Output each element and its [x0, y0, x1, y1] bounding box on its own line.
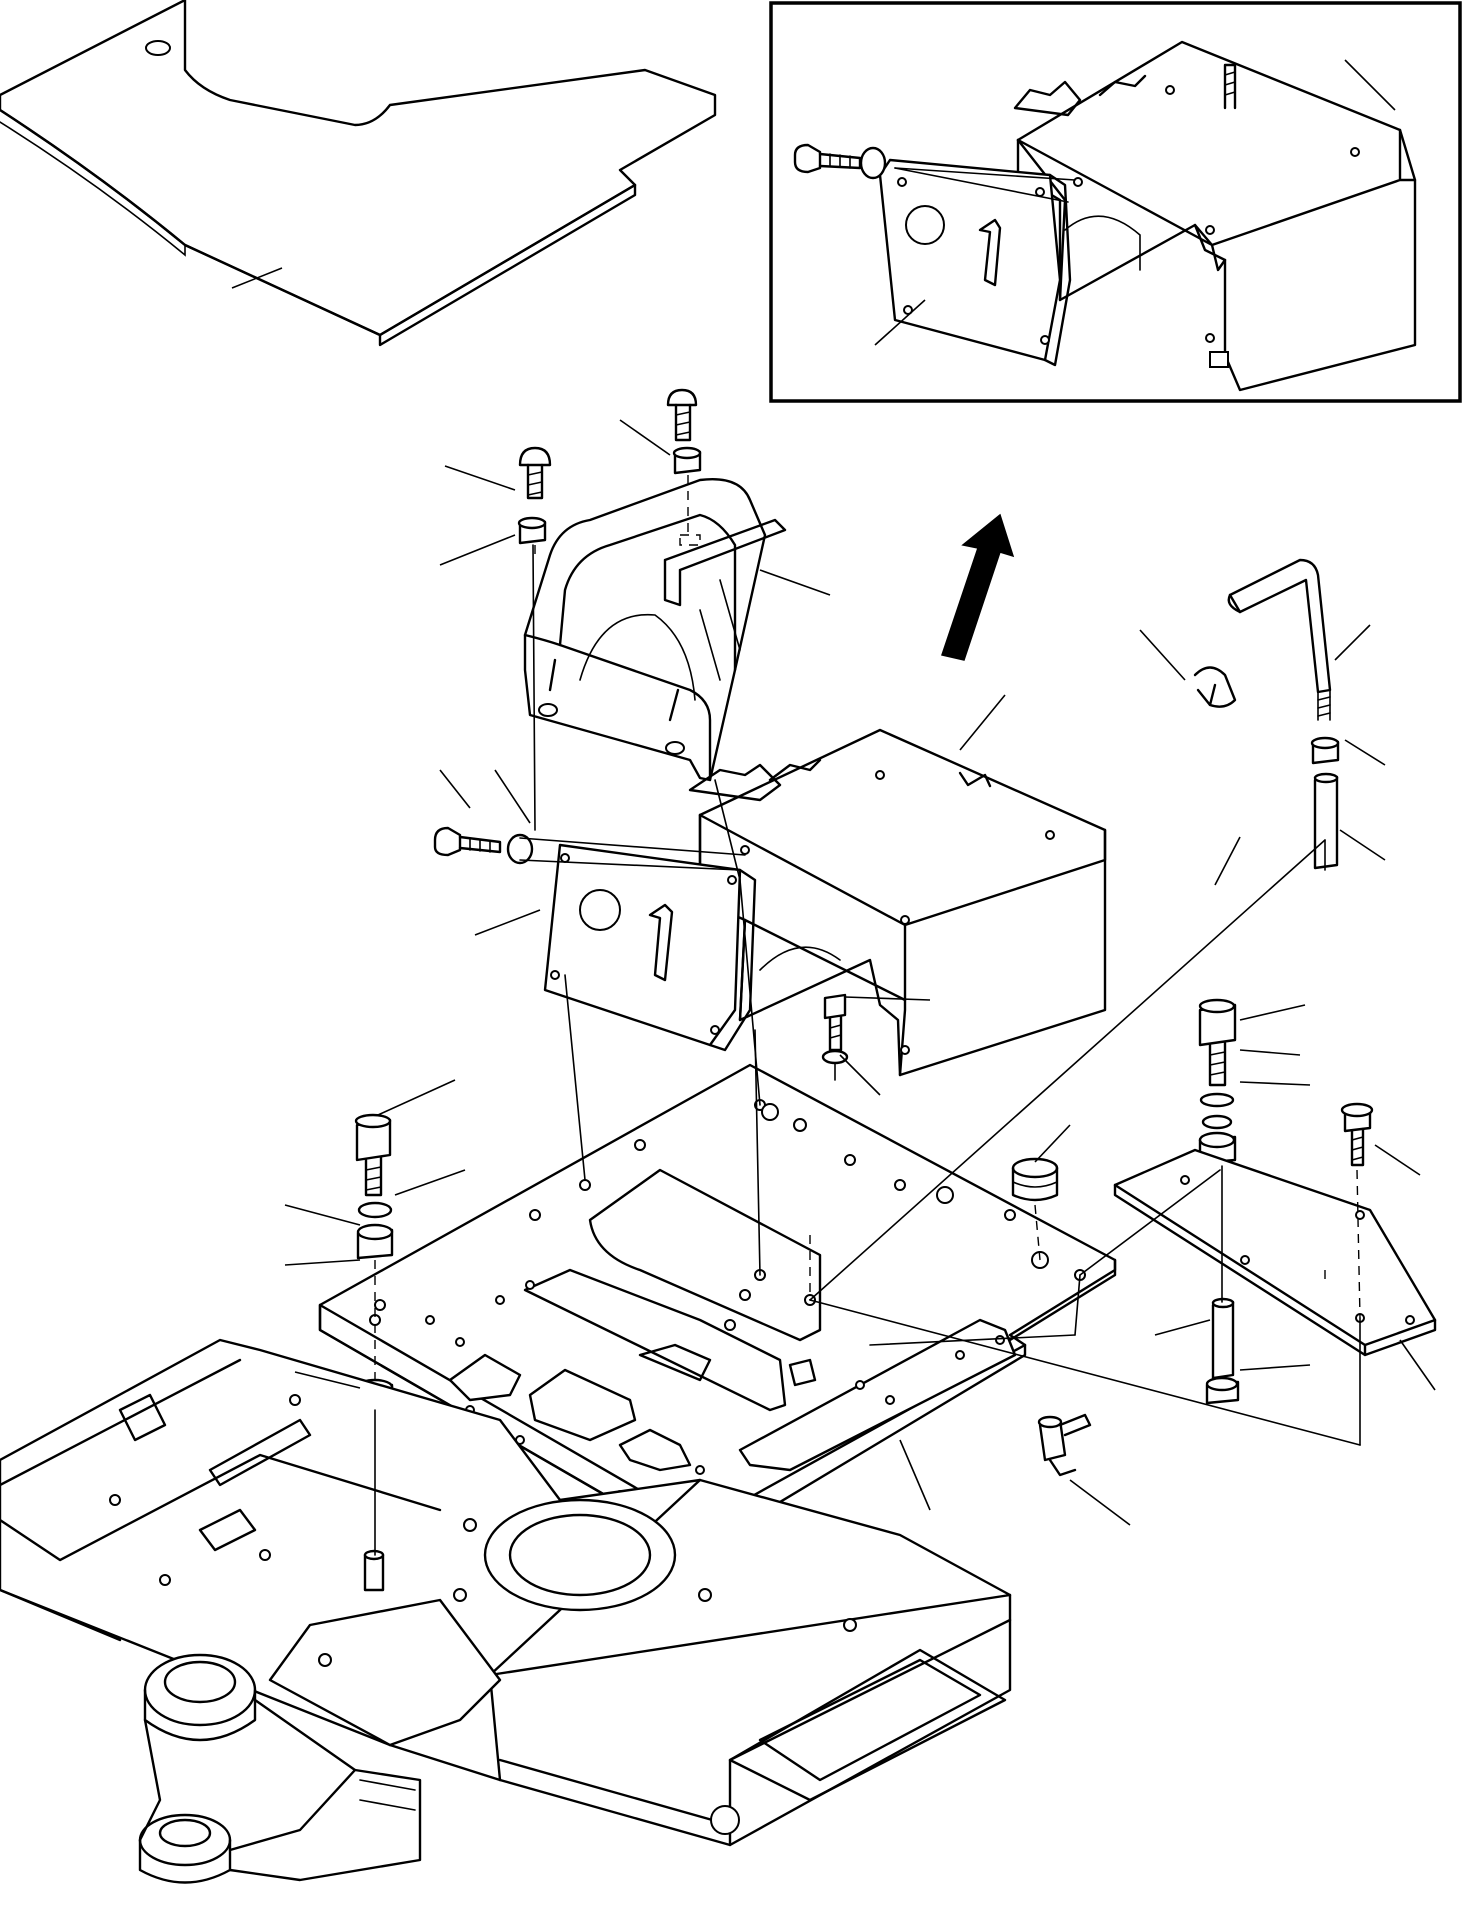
leader-lines: [284, 419, 1436, 1526]
spacer-under-plate: [1205, 1297, 1240, 1405]
screw-cap-left: [517, 446, 552, 545]
bolt-stack-right: [1198, 998, 1237, 1165]
lever-rod: [1227, 558, 1340, 870]
front-plate: [543, 843, 757, 1052]
clip: [1193, 666, 1237, 708]
direction-arrow-icon: [941, 513, 1015, 661]
side-cover-plate: [1113, 1148, 1437, 1357]
assembly-lines: [374, 475, 1361, 1556]
floor-mat: [0, 0, 717, 347]
detail-inset: [769, 1, 1462, 403]
console-cap: [523, 478, 787, 782]
control-box: [688, 728, 1107, 1077]
base-frame: [0, 1338, 1012, 1884]
bolt-side-cover: [1340, 1102, 1374, 1167]
key-switch: [1037, 1413, 1092, 1477]
screw-front-plate: [433, 826, 534, 865]
leader-mat: [231, 267, 283, 289]
bolt-stack-left: [354, 1113, 394, 1260]
grommet: [1011, 1157, 1059, 1202]
screw-cap-right: [666, 388, 702, 475]
bolt-box-side: [821, 993, 849, 1065]
